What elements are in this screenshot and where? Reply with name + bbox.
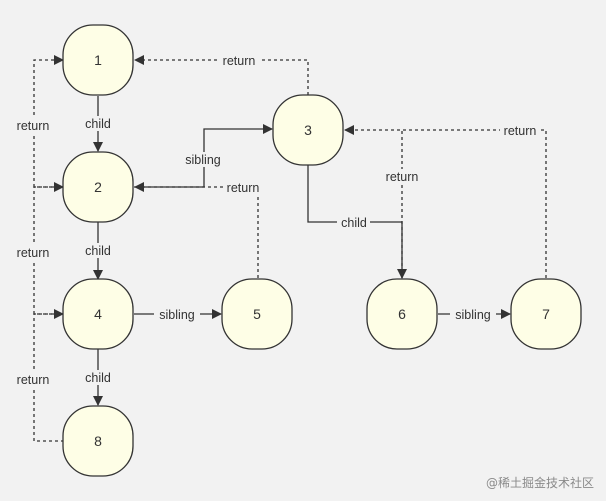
edge-label-return-6-3: return	[382, 169, 422, 184]
edge-label-child-4-8: child	[82, 370, 115, 385]
edge-label-sibling-4-5: sibling	[154, 307, 200, 322]
svg-text:5: 5	[253, 306, 261, 322]
node-2: 2	[62, 151, 134, 223]
svg-text:6: 6	[398, 306, 406, 322]
svg-text:sibling: sibling	[159, 308, 194, 322]
svg-text:3: 3	[304, 122, 312, 138]
edge-label-return-7-3: return	[500, 123, 540, 138]
edge-label-child-3-6: child	[337, 215, 370, 230]
edge-return-7-3	[344, 125, 547, 278]
edge-label-sibling-2-3: sibling	[180, 152, 226, 167]
edge-return-3-1	[134, 55, 309, 95]
edge-return-2-1	[33, 55, 64, 188]
node-5: 5	[221, 278, 293, 350]
svg-text:sibling: sibling	[185, 153, 220, 167]
edge-label-return-5-2: return	[223, 180, 263, 195]
svg-text:return: return	[17, 373, 50, 387]
edge-return-8-4	[33, 309, 64, 442]
node-7: 7	[510, 278, 582, 350]
node-6: 6	[366, 278, 438, 350]
svg-text:return: return	[227, 181, 260, 195]
edge-label-return-8-4: return	[14, 372, 54, 387]
svg-text:return: return	[223, 54, 256, 68]
svg-text:return: return	[504, 124, 537, 138]
svg-text:2: 2	[94, 179, 102, 195]
svg-text:return: return	[386, 170, 419, 184]
svg-text:return: return	[17, 119, 50, 133]
edge-label-child-1-2: child	[82, 116, 115, 131]
svg-text:4: 4	[94, 306, 102, 322]
edge-label-sibling-6-7: sibling	[450, 307, 496, 322]
node-1: 1	[62, 24, 134, 96]
svg-text:sibling: sibling	[455, 308, 490, 322]
edge-label-return-4-2: return	[14, 245, 54, 260]
svg-text:child: child	[85, 244, 111, 258]
edge-return-5-2	[134, 182, 259, 278]
svg-text:8: 8	[94, 433, 102, 449]
edge-label-child-2-4: child	[82, 243, 115, 258]
edge-return-4-2	[33, 182, 64, 315]
node-4: 4	[62, 278, 134, 350]
svg-text:child: child	[85, 117, 111, 131]
node-3: 3	[272, 94, 344, 166]
edge-label-return-2-1: return	[14, 118, 54, 133]
svg-text:return: return	[17, 246, 50, 260]
svg-text:7: 7	[542, 306, 550, 322]
svg-text:child: child	[85, 371, 111, 385]
watermark: @稀土掘金技术社区	[485, 476, 594, 490]
edge-label-return-3-1: return	[219, 53, 259, 68]
node-8: 8	[62, 405, 134, 477]
svg-text:child: child	[341, 216, 367, 230]
svg-text:1: 1	[94, 52, 102, 68]
